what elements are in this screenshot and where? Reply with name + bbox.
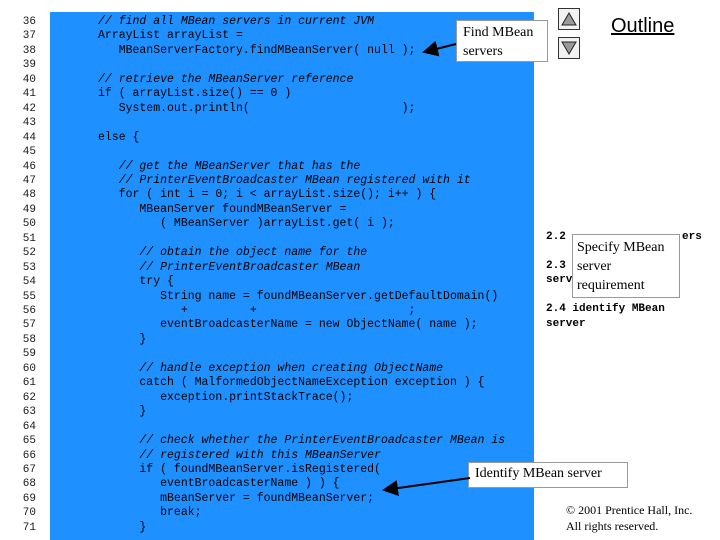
code-line: // get the MBeanServer that has the: [98, 159, 361, 173]
code-line: // check whether the PrinterEventBroadca…: [98, 434, 506, 448]
line-number: 61: [22, 377, 36, 390]
previous-slide-button[interactable]: [558, 8, 580, 30]
code-line: String name = foundMBeanServer.getDefaul…: [98, 289, 499, 303]
code-line: // PrinterEventBroadcaster MBean registe…: [98, 173, 471, 187]
line-number-gutter: [0, 12, 50, 540]
sidebar-item-2-3-tail: serv: [546, 274, 573, 286]
code-line: catch ( MalformedObjectNameException exc…: [98, 376, 485, 390]
code-line: if ( foundMBeanServer.isRegistered(: [98, 462, 381, 476]
code-line: // PrinterEventBroadcaster MBean: [98, 260, 361, 274]
code-line: try {: [98, 275, 174, 289]
callout-specify-requirement: Specify MBean server requirement: [572, 234, 680, 298]
line-number: 53: [22, 261, 36, 274]
line-number: 41: [22, 88, 36, 101]
code-line: if ( arrayList.size() == 0 ): [98, 87, 292, 101]
code-line: eventBroadcasterName ) ) {: [98, 477, 340, 491]
code-line: // retrieve the MBeanServer reference: [98, 72, 354, 86]
line-number: 39: [22, 59, 36, 72]
code-panel: [0, 12, 534, 540]
arrow-identify-icon: [382, 477, 471, 496]
sidebar-item-2-2-tail: ers: [682, 231, 702, 243]
triangle-up-icon: [561, 12, 577, 26]
code-line: }: [98, 520, 147, 534]
sidebar-item-2-2: 2.2: [546, 231, 566, 243]
sidebar-item-2-4-line2: server: [546, 318, 586, 330]
line-number: 52: [22, 247, 36, 260]
code-line: eventBroadcasterName = new ObjectName( n…: [98, 318, 478, 332]
sidebar-item-2-4: 2.4 identify MBean: [546, 303, 665, 315]
callout-identify-mbean-server: Identify MBean server: [468, 462, 628, 488]
line-number: 47: [22, 174, 36, 187]
line-number: 64: [22, 420, 36, 433]
line-number: 68: [22, 478, 36, 491]
copyright-notice: © 2001 Prentice Hall, Inc. All rights re…: [566, 502, 692, 534]
line-number: 63: [22, 406, 36, 419]
next-slide-button[interactable]: [558, 37, 580, 59]
line-number: 56: [22, 305, 36, 317]
arrow-find-icon: [422, 40, 457, 57]
line-number: 66: [22, 449, 36, 462]
code-line: ( MBeanServer )arrayList.get( i );: [98, 217, 395, 231]
callout-specify-text: Specify MBean server requirement: [577, 240, 665, 293]
code-line: // find all MBean servers in current JVM: [98, 15, 375, 28]
code-line: // handle exception when creating Object…: [98, 361, 444, 375]
code-line: exception.printStackTrace();: [98, 390, 354, 404]
line-number: 45: [22, 146, 36, 159]
triangle-down-icon: [561, 41, 577, 55]
code-line: System.out.println( );: [98, 101, 416, 115]
sidebar-item-2-3: 2.3: [546, 260, 566, 272]
callout-find-text: Find MBean servers: [463, 25, 534, 59]
line-number: 46: [22, 160, 36, 173]
outline-link[interactable]: Outline: [611, 15, 675, 37]
line-number: 62: [22, 391, 36, 404]
line-number: 49: [22, 203, 36, 216]
code-line: // obtain the object name for the: [98, 246, 368, 260]
code-line: // registered with this MBeanServer: [98, 448, 381, 462]
code-line: break;: [98, 506, 202, 520]
sidebar-item-2-2-number: 2.2: [546, 231, 566, 243]
line-number: 67: [22, 463, 36, 476]
copyright-line-1: © 2001 Prentice Hall, Inc.: [566, 503, 693, 517]
line-number: 37: [22, 30, 36, 43]
line-number: 70: [22, 507, 36, 520]
line-number: 58: [22, 333, 36, 346]
line-number: 40: [22, 73, 36, 86]
code-line: for ( int i = 0; i < arrayList.size(); i…: [98, 188, 437, 202]
code-line: else {: [98, 130, 140, 144]
line-number: 50: [22, 218, 36, 231]
line-number: 69: [22, 492, 36, 505]
line-number: 65: [22, 435, 36, 448]
code-line: MBeanServerFactory.findMBeanServer( null…: [98, 43, 416, 57]
line-number: 55: [22, 290, 36, 303]
line-number: 42: [22, 102, 36, 115]
line-number: 44: [22, 131, 36, 144]
line-number: 51: [22, 232, 36, 245]
code-line: mBeanServer = foundMBeanServer;: [98, 491, 375, 505]
code-line: }: [98, 405, 147, 419]
code-line: ArrayList arrayList =: [98, 29, 243, 43]
line-number: 48: [22, 189, 36, 202]
line-number: 71: [22, 521, 36, 534]
line-number: 59: [22, 348, 36, 361]
line-number: 38: [22, 44, 36, 57]
line-number: 60: [22, 362, 36, 375]
line-number: 36: [22, 16, 36, 28]
code-line: + + ;: [98, 304, 416, 317]
code-line: }: [98, 332, 147, 346]
copyright-line-2: All rights reserved.: [566, 519, 659, 533]
callout-find-mbean-servers: Find MBean servers: [456, 20, 548, 62]
line-number: 57: [22, 319, 36, 332]
code-line: MBeanServer foundMBeanServer =: [98, 202, 347, 216]
callout-identify-text: Identify MBean server: [475, 466, 602, 481]
line-number: 54: [22, 276, 36, 289]
line-number: 43: [22, 117, 36, 130]
